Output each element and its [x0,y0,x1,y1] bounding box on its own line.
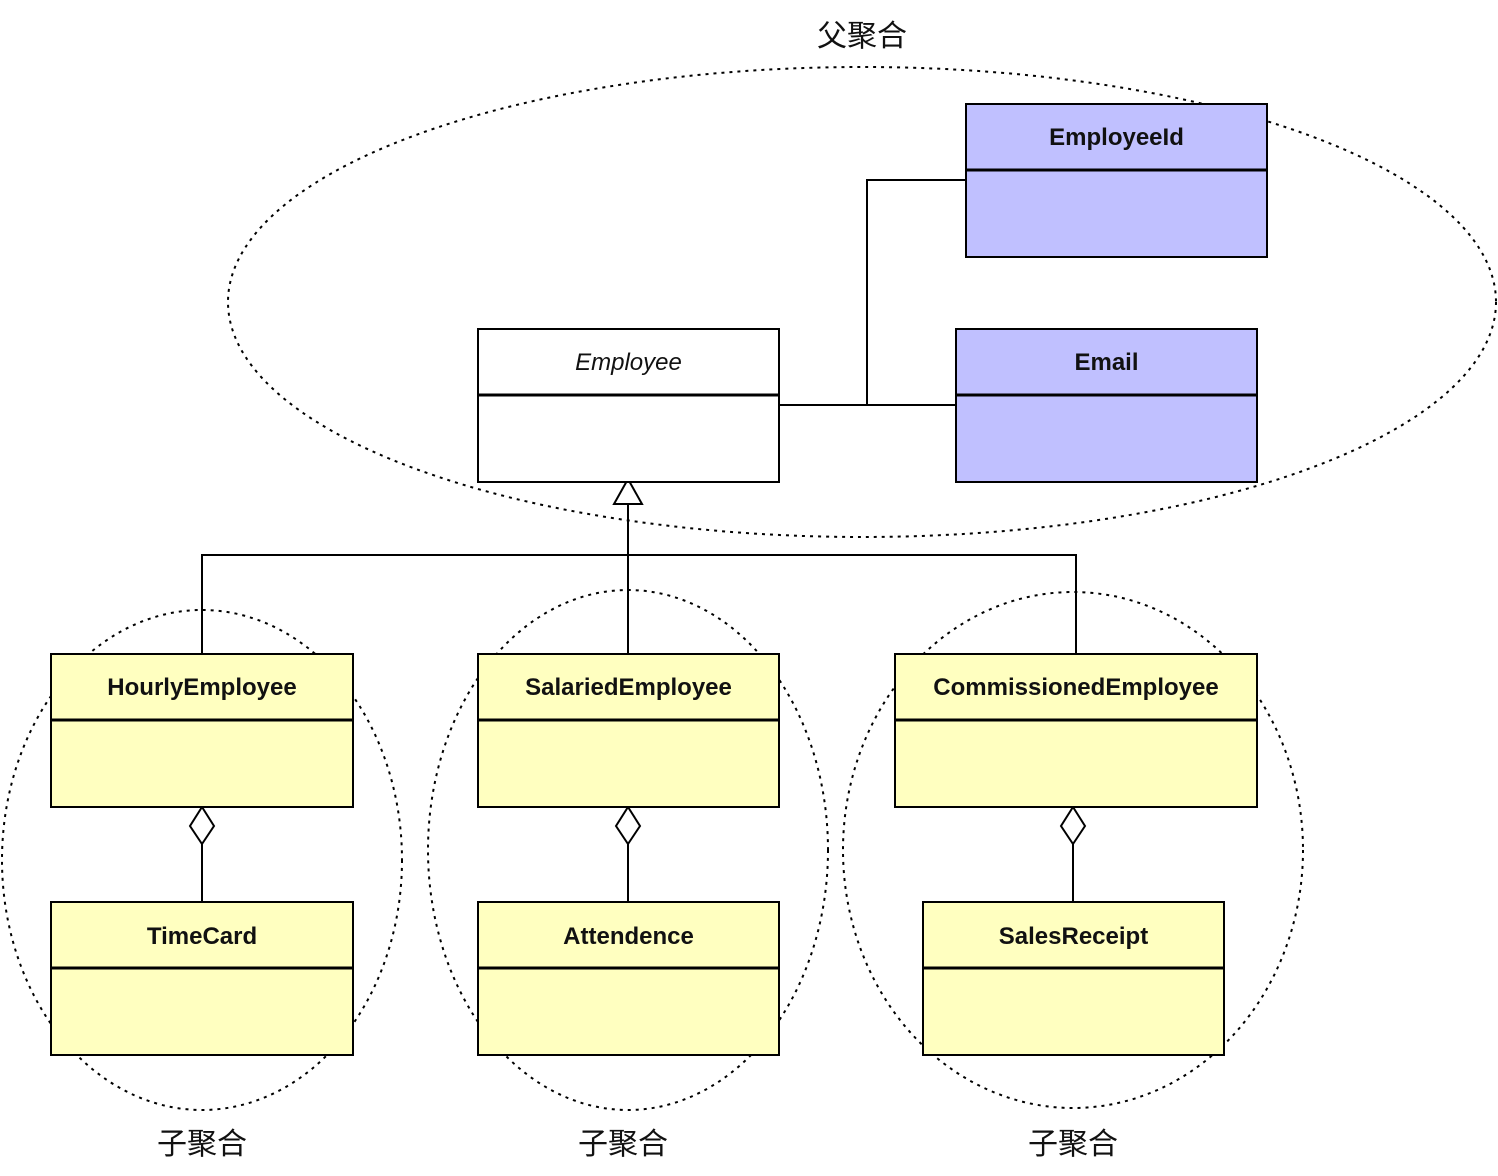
class-email-box [955,328,1258,483]
class-commissionedemployee-name: CommissionedEmployee [933,674,1218,701]
class-salariedemployee-box [477,653,780,808]
class-timecard[interactable]: TimeCard [50,901,354,1056]
aggregation-diamond-hourly [188,805,216,846]
class-employee-name: Employee [575,349,682,376]
class-timecard-name: TimeCard [147,923,257,950]
class-commissionedemployee[interactable]: CommissionedEmployee [894,653,1258,808]
class-salariedemployee[interactable]: SalariedEmployee [477,653,780,808]
class-attendence-box [477,901,780,1056]
class-commissionedemployee-box [894,653,1258,808]
class-employee[interactable]: Employee [477,328,780,483]
class-employeeid-box [965,103,1268,258]
child-aggregate-boundary-hourly [1,609,403,1111]
child-aggregate-boundary-commissioned [842,591,1304,1109]
class-email[interactable]: Email [955,328,1258,483]
generalization-arrowhead [612,476,644,505]
class-email-name: Email [1074,349,1138,376]
class-salesreceipt[interactable]: SalesReceipt [922,901,1225,1056]
class-salariedemployee-name: SalariedEmployee [525,674,732,701]
child-aggregate-label-hourly: 子聚合 [157,1127,247,1162]
parent-aggregate-label: 父聚合 [817,19,907,54]
class-hourlyemployee-name: HourlyEmployee [107,674,296,701]
class-salesreceipt-box [922,901,1225,1056]
parent-aggregate-boundary [227,66,1497,538]
association-employee-employeeid [866,179,966,405]
class-employeeid[interactable]: EmployeeId [965,103,1268,258]
class-timecard-box [50,901,354,1056]
aggregation-diamond-salaried [614,805,642,846]
child-aggregate-label-salaried: 子聚合 [578,1127,668,1162]
child-aggregate-label-commissioned: 子聚合 [1028,1127,1118,1162]
class-hourlyemployee[interactable]: HourlyEmployee [50,653,354,808]
class-attendence[interactable]: Attendence [477,901,780,1056]
aggregation-diamond-commissioned [1059,805,1087,846]
generalization-branches [201,554,1077,654]
class-hourlyemployee-box [50,653,354,808]
class-employee-box [477,328,780,483]
class-attendence-name: Attendence [563,923,694,950]
class-employeeid-name: EmployeeId [1049,124,1184,151]
class-salesreceipt-name: SalesReceipt [999,923,1148,950]
